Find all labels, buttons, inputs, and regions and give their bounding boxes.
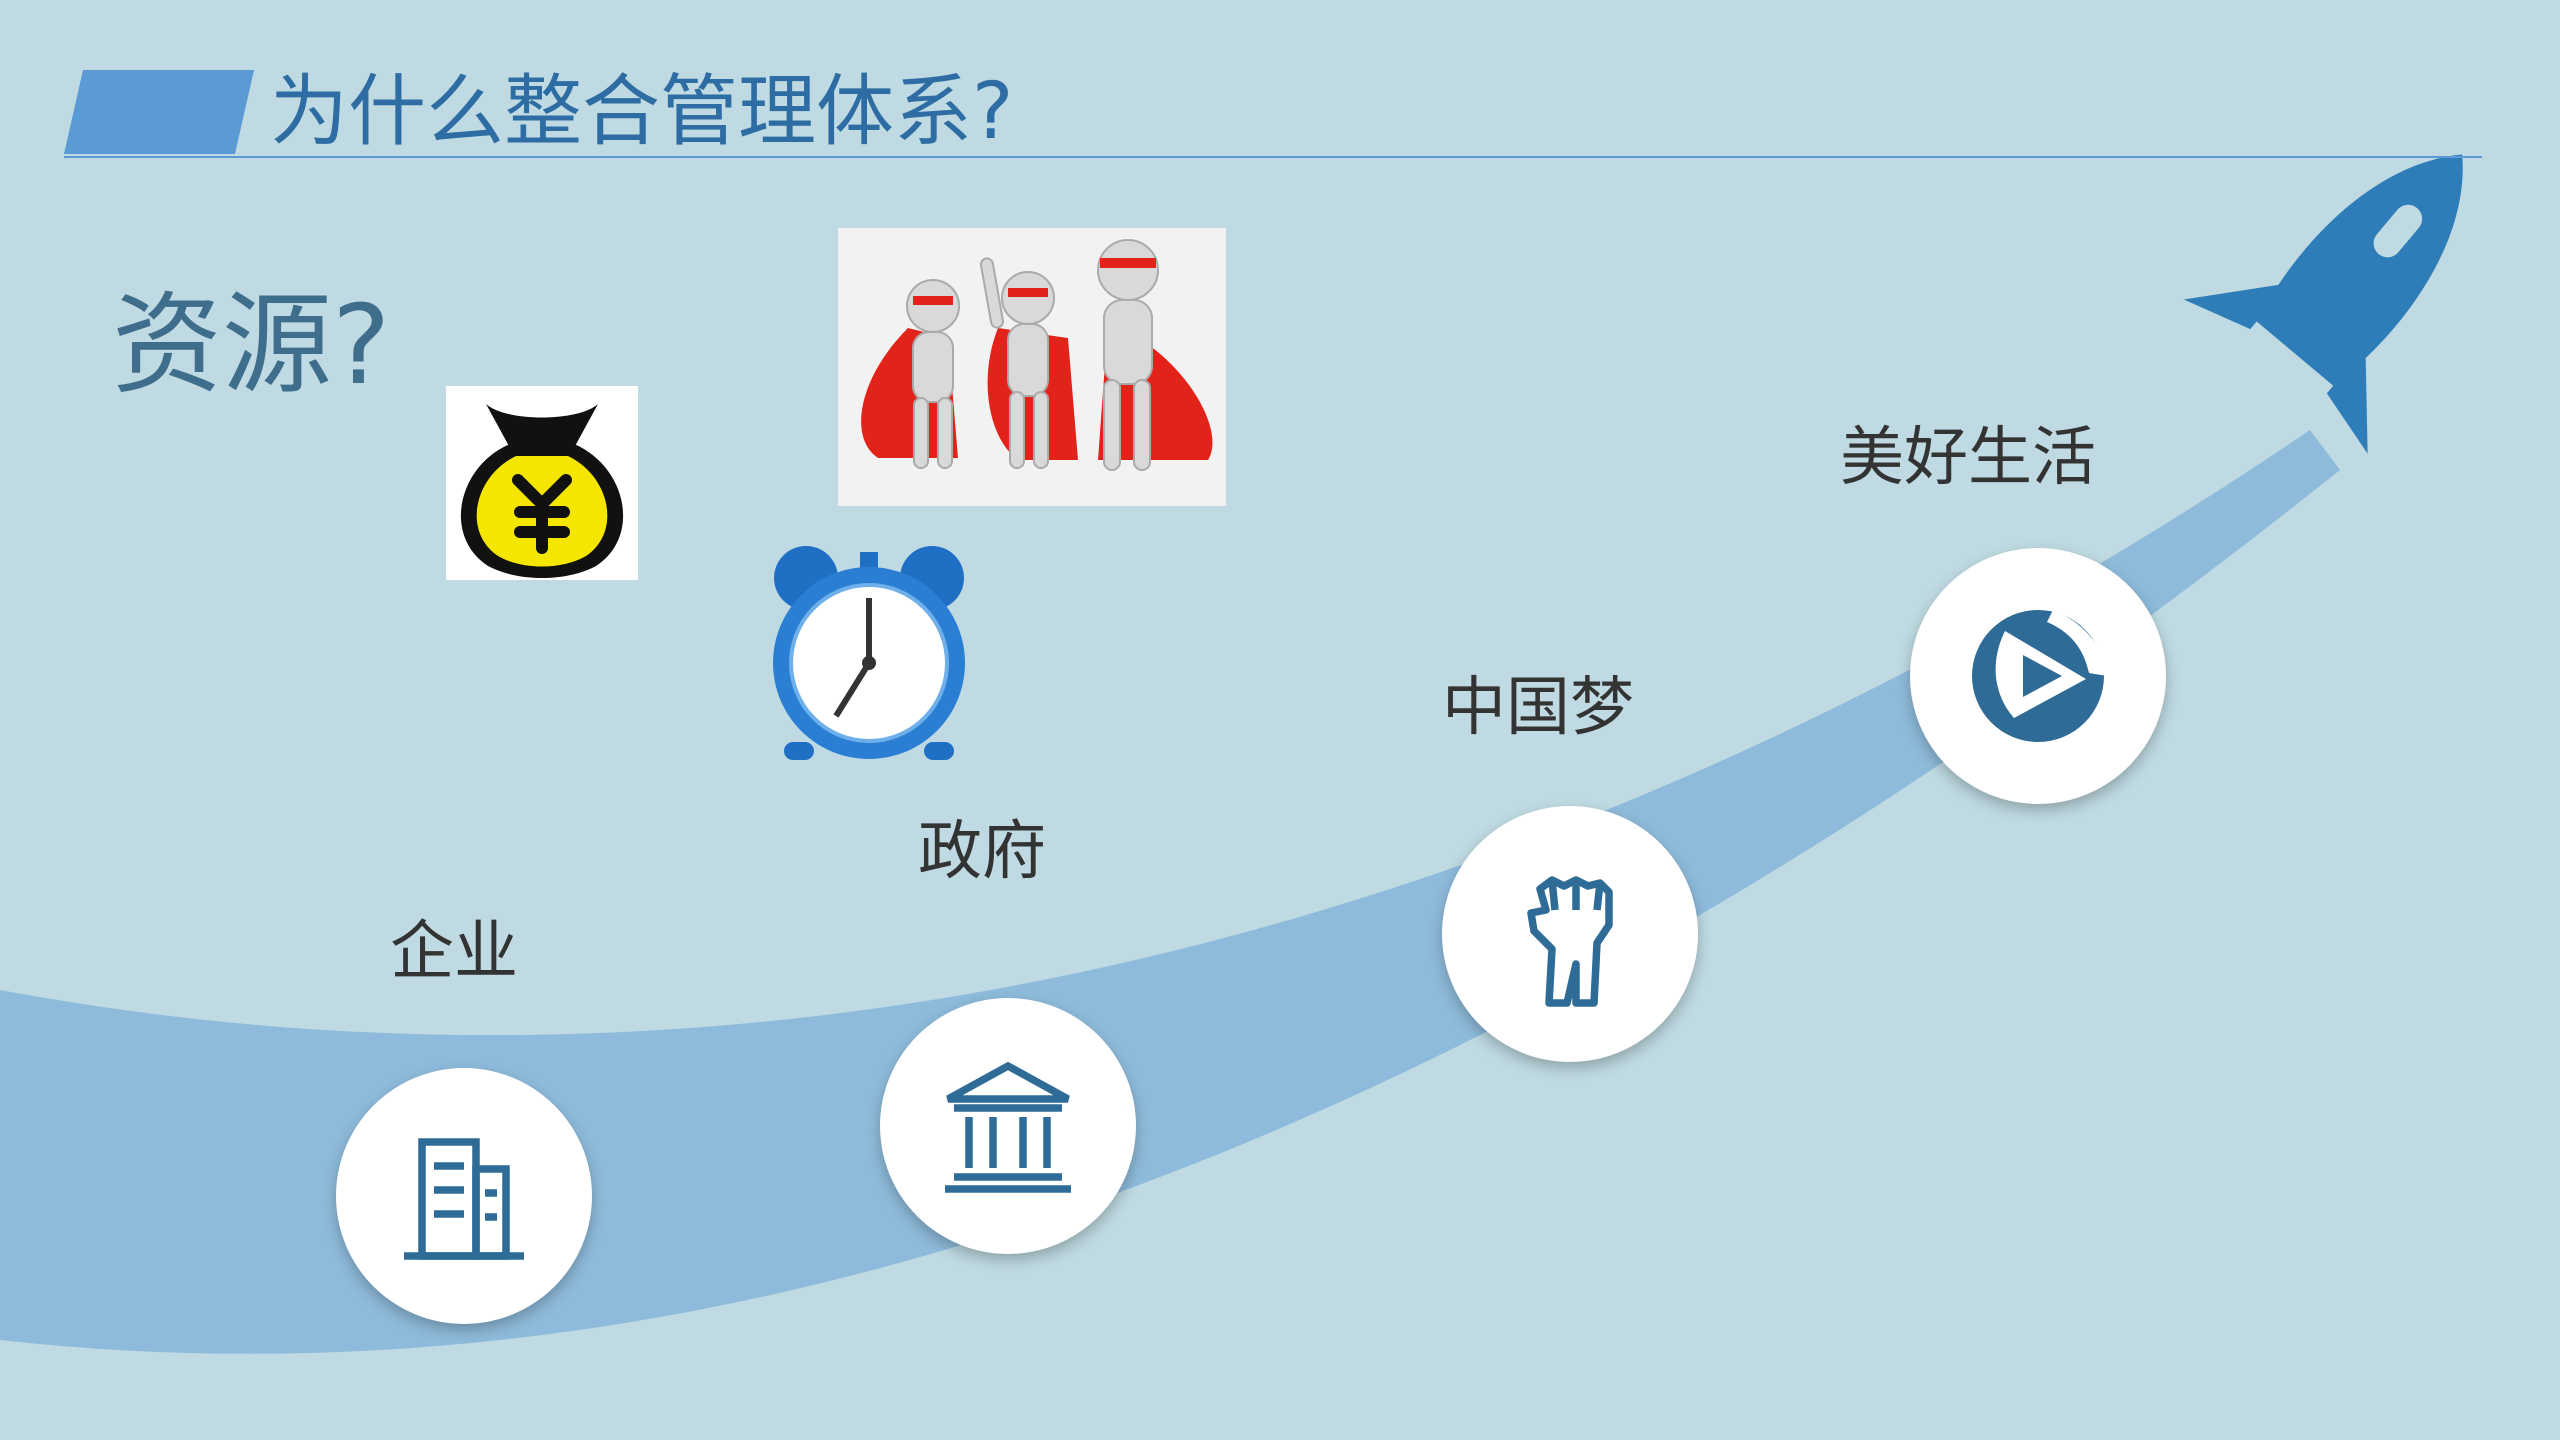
stage-circle-better-life <box>1910 548 2166 804</box>
resources-heading: 资源? <box>112 281 391 409</box>
title-divider <box>64 156 2482 158</box>
slide-title: 为什么整合管理体系? <box>270 67 1014 157</box>
curve-band <box>0 430 2340 1354</box>
stage-label-better-life: 美好生活 <box>1840 421 2096 495</box>
stage-circle-enterprise <box>336 1068 592 1324</box>
stage-label-china-dream: 中国梦 <box>1442 671 1634 745</box>
stage-circle-china-dream <box>1442 806 1698 1062</box>
government-building-icon <box>945 1061 1071 1193</box>
play-logo-icon <box>1972 610 2107 742</box>
stage-label-government: 政府 <box>918 815 1046 889</box>
building-icon <box>404 1138 524 1260</box>
alarm-clock-icon <box>773 546 965 760</box>
superhero-team-image <box>838 228 1226 506</box>
stage-circle-government <box>880 998 1136 1254</box>
title-accent-bar <box>64 70 254 154</box>
raised-fist-icon <box>1527 876 1613 1007</box>
money-bag-yuan-icon <box>446 386 638 580</box>
rocket-icon <box>2183 154 2463 454</box>
stage-label-enterprise: 企业 <box>390 915 518 989</box>
